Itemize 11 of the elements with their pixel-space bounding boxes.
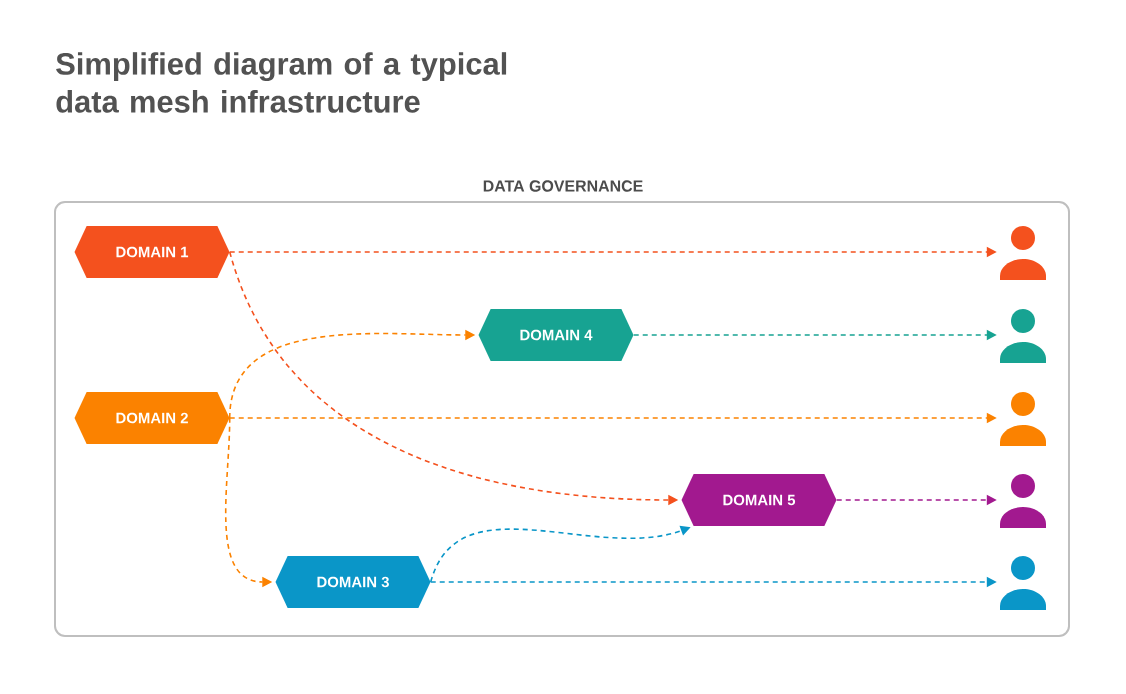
domain-hexagon: DOMAIN 4 bbox=[478, 309, 634, 361]
person-icon bbox=[1000, 226, 1046, 280]
domain-hexagon: DOMAIN 5 bbox=[681, 474, 837, 526]
domain-hexagon: DOMAIN 2 bbox=[74, 392, 230, 444]
person-icon bbox=[1000, 474, 1046, 528]
title: Simplified diagram of a typical data mesh infrastructure bbox=[56, 52, 507, 113]
person-icon bbox=[1000, 392, 1046, 446]
person-icon bbox=[1000, 556, 1046, 610]
domain-hexagon: DOMAIN 3 bbox=[275, 556, 431, 608]
person-icon bbox=[1000, 309, 1046, 363]
frame-heading: DATA GOVERNANCE bbox=[483, 180, 643, 192]
